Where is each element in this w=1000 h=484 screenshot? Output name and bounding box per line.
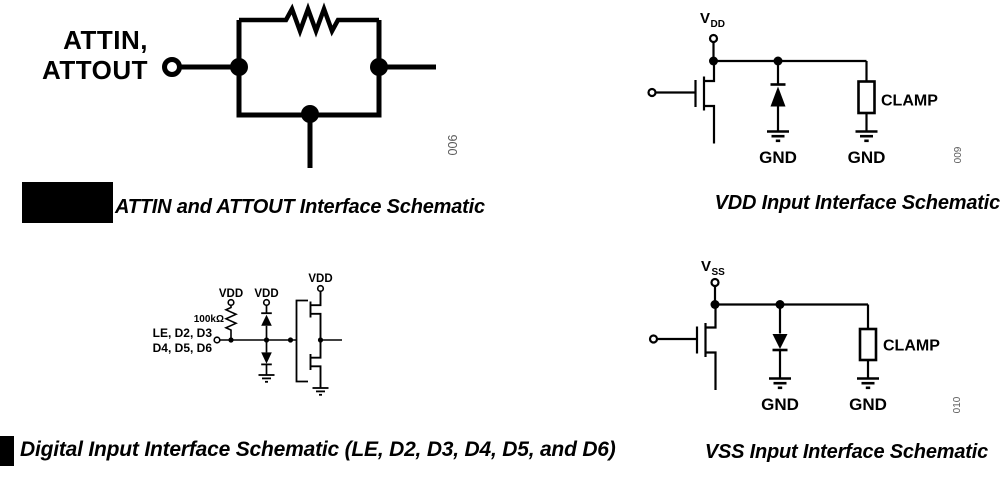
attin-port-label-line2: ATTOUT	[42, 55, 148, 85]
attin-port-label-line1: ATTIN,	[63, 25, 148, 55]
junction-dot	[228, 337, 234, 343]
caption-vdd-input: VDD Input Interface Schematic	[714, 192, 1000, 214]
gnd-label: GND	[761, 395, 799, 414]
clamp-label: CLAMP	[883, 338, 940, 355]
pmos-icon	[309, 291, 322, 340]
vss-schematic: V SS GND CLAMP	[648, 258, 963, 414]
resistor-icon	[239, 2, 379, 38]
ground-symbol-icon	[857, 377, 879, 390]
redacted-figure-label	[22, 182, 113, 223]
vdd-schematic: V DD GND CLAMP	[647, 10, 964, 167]
mosfet-icon	[695, 306, 717, 390]
vdd-label: VDD	[219, 288, 243, 300]
figure-number: 006	[446, 135, 460, 156]
diode-icon	[772, 304, 788, 378]
junction-dot	[301, 105, 319, 123]
junction-dot	[710, 300, 720, 309]
clamp-box-icon	[857, 80, 876, 115]
rail-wire	[712, 42, 867, 63]
input-names-line1: LE, D2, D3	[153, 326, 213, 340]
rail-wire	[713, 286, 868, 306]
gnd-label: GND	[849, 395, 887, 414]
ground-symbol-icon	[769, 377, 791, 390]
open-terminal-icon	[227, 298, 235, 307]
vss-rail-label: V	[701, 258, 711, 275]
clamp-label: CLAMP	[881, 93, 938, 110]
digital-input-schematic: VDD VDD VDD 100kΩ LE, D2, D3 D4, D5, D6	[153, 273, 342, 396]
junction-dot	[370, 58, 388, 76]
vss-rail-subscript: SS	[712, 267, 726, 278]
clamp-box-icon	[858, 327, 878, 362]
input-names-line2: D4, D5, D6	[153, 341, 213, 355]
junction-dot	[709, 56, 718, 66]
ground-symbol-icon	[855, 130, 878, 143]
ground-symbol-icon	[312, 387, 329, 396]
caption-digital-input: Digital Input Interface Schematic (LE, D…	[20, 438, 616, 461]
mosfet-icon	[694, 63, 716, 144]
nmos-icon	[309, 340, 322, 388]
vdd-label: VDD	[254, 288, 278, 300]
open-terminal-icon	[213, 336, 221, 344]
open-terminal-icon	[708, 33, 719, 44]
gnd-label: GND	[759, 148, 797, 167]
junction-dot	[287, 337, 294, 343]
vdd-rail-label: V	[700, 10, 710, 27]
open-terminal-icon	[710, 277, 720, 288]
open-terminal-icon	[647, 87, 657, 98]
attin-attout-schematic: ATTIN, ATTOUT 006	[42, 2, 460, 168]
caption-attin-attout: ATTIN and ATTOUT Interface Schematic	[115, 196, 485, 218]
diode-icon	[261, 340, 272, 375]
vdd-rail-subscript: DD	[711, 19, 725, 30]
gnd-label: GND	[848, 148, 886, 167]
ground-symbol-icon	[767, 130, 789, 143]
ground-symbol-icon	[258, 374, 275, 383]
diode-icon	[261, 305, 272, 340]
open-terminal-icon	[316, 284, 325, 293]
resistor-icon	[224, 305, 238, 340]
vdd-label: VDD	[308, 273, 332, 285]
diode-icon	[770, 61, 786, 131]
figure-number: 009	[953, 146, 964, 163]
junction-dot	[230, 58, 248, 76]
inverter-gate-bracket	[295, 299, 308, 383]
open-terminal-icon	[648, 334, 659, 344]
redacted-figure-label	[0, 436, 14, 466]
loop-wires	[236, 20, 382, 118]
figure-number: 010	[952, 396, 963, 413]
caption-vss-input: VSS Input Interface Schematic	[704, 441, 988, 463]
open-terminal-icon	[162, 57, 182, 77]
open-terminal-icon	[262, 298, 271, 307]
resistor-value-label: 100kΩ	[194, 314, 224, 325]
